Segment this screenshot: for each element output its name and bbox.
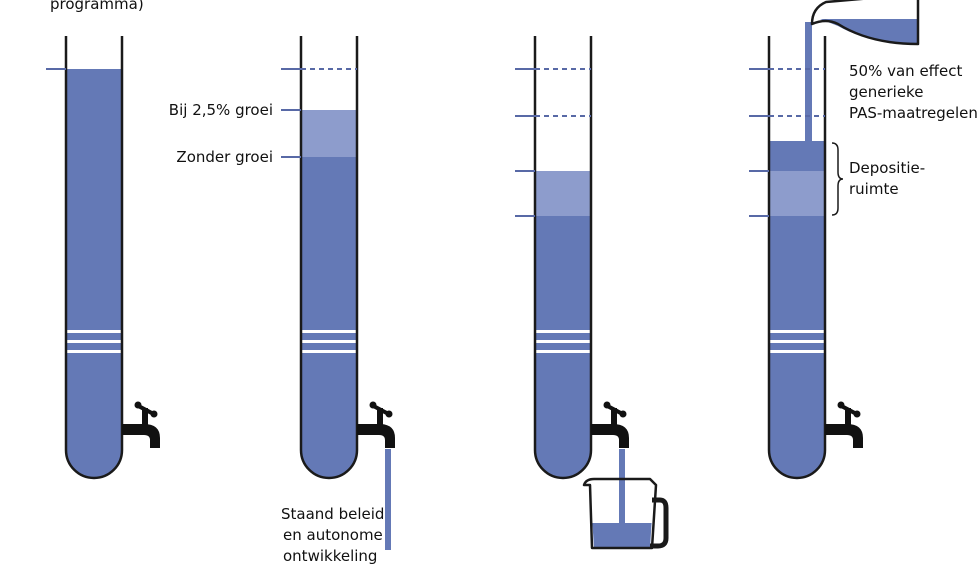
label-policy-line-1: Staand beleid — [281, 505, 385, 523]
label-space-line-1: Depositie- — [849, 159, 926, 177]
tube-2-stripes — [301, 330, 357, 353]
tube-3 — [515, 36, 669, 550]
tap-icon — [825, 401, 863, 448]
tube-4-inflow — [805, 22, 812, 142]
tube-1 — [46, 36, 160, 480]
tube-3-water — [535, 216, 591, 478]
top-label-clipped: programma) — [50, 0, 144, 13]
tube-2-outflow — [385, 449, 391, 550]
tube-4-water-light — [769, 171, 825, 216]
label-effect-line-1: 50% van effect — [849, 62, 963, 80]
tube-2-outline — [299, 36, 359, 480]
tube-3-outline — [533, 36, 593, 480]
tube-3-stripes — [535, 330, 591, 353]
tube-3-outflow — [619, 449, 625, 529]
tap-icon — [357, 401, 395, 448]
label-growth: Bij 2,5% groei — [168, 101, 273, 119]
tap-icon — [122, 401, 160, 448]
tube-4 — [749, 0, 920, 480]
tube-4-water-top — [769, 141, 825, 171]
tube-4-water — [769, 216, 825, 478]
brace-icon — [831, 142, 844, 216]
label-policy-line-3: ontwikkeling — [283, 547, 378, 565]
diagram-canvas: programma) Bij 2,5% groei Zonder groei S… — [46, 0, 978, 565]
tube-1-water — [66, 69, 122, 478]
tube-2-water-growth — [301, 110, 357, 157]
label-space-line-2: ruimte — [849, 180, 899, 198]
tube-1-stripes — [66, 330, 122, 353]
jug-icon — [582, 477, 669, 550]
label-effect-line-2: generieke — [849, 83, 924, 101]
label-no-growth: Zonder groei — [176, 148, 273, 166]
label-effect-line-3: PAS-maatregelen — [849, 104, 978, 122]
tap-icon — [591, 401, 629, 448]
tube-3-water-light — [535, 171, 591, 216]
label-policy-line-2: en autonome — [283, 526, 383, 544]
pitcher-icon — [810, 0, 920, 46]
tube-1-outline — [64, 36, 124, 480]
tube-2-water — [301, 157, 357, 478]
tube-2 — [281, 36, 395, 550]
diagram-svg — [46, 0, 920, 550]
tube-4-stripes — [769, 330, 825, 353]
tube-4-outline — [767, 36, 827, 480]
